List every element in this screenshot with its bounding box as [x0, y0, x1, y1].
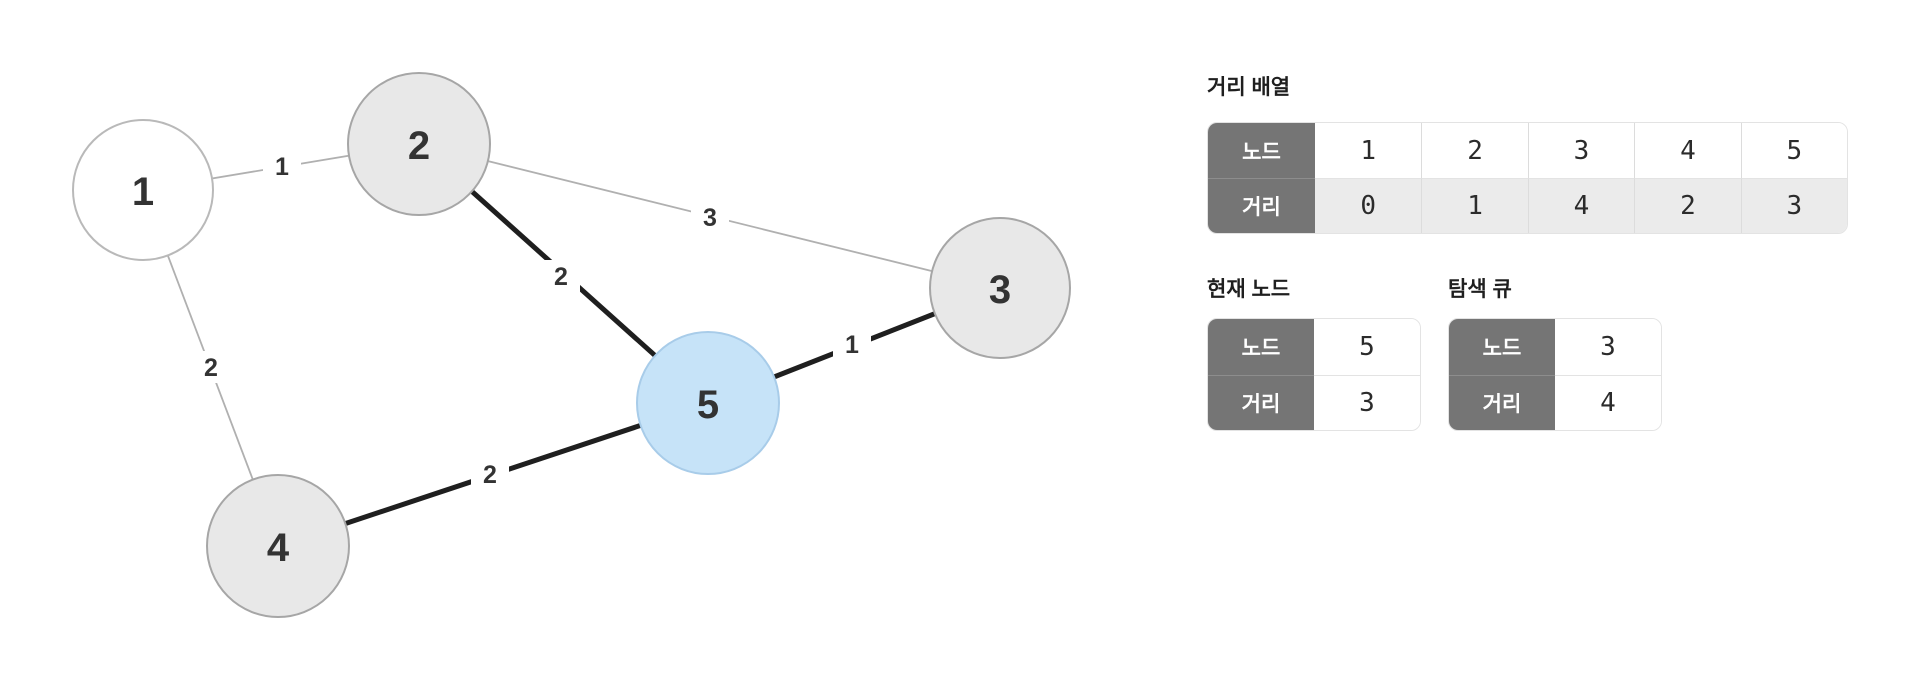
edge-weight-label: 1 [845, 331, 859, 359]
search-queue-distance-value: 4 [1555, 374, 1661, 430]
search-queue-table: 노드 3 거리 4 [1448, 318, 1662, 431]
edge-weight-bg [263, 150, 301, 182]
distance-array-node-cell: 4 [1634, 123, 1741, 178]
node-circle [206, 474, 350, 618]
edge-weight-label: 2 [554, 263, 568, 291]
graph-node-1: 1 [72, 119, 214, 261]
distance-array-distance-cell: 0 [1315, 178, 1422, 233]
distance-array-node-cell: 2 [1421, 123, 1528, 178]
node-label: 2 [408, 124, 430, 168]
edge-weight-2-3: 3 [691, 201, 729, 233]
edge-weight-2-5: 2 [542, 260, 580, 292]
search-queue-distance-header: 거리 [1449, 374, 1555, 430]
current-node-title: 현재 노드 [1207, 278, 1291, 301]
current-node-node-value: 5 [1314, 319, 1420, 375]
edge-weight-bg [471, 458, 509, 490]
distance-array-table: 노드 1 2 3 4 5 거리 0 1 4 2 3 [1207, 122, 1848, 234]
graph-node-5-current: 5 [636, 331, 780, 475]
distance-array-title: 거리 배열 [1207, 76, 1291, 99]
edge-weight-label: 1 [275, 153, 289, 181]
current-node-distance-value: 3 [1314, 374, 1420, 430]
edge-weight-label: 2 [483, 461, 497, 489]
distance-array-distance-cell: 1 [1421, 178, 1528, 233]
edge-weight-1-4: 2 [192, 351, 230, 383]
distance-array-node-cell: 5 [1740, 123, 1847, 178]
graph-node-2: 2 [347, 72, 491, 216]
current-node-node-header: 노드 [1208, 319, 1314, 375]
distance-array-node-cell: 1 [1315, 123, 1422, 178]
distance-array-node-header: 노드 [1208, 123, 1315, 178]
edge-weight-bg [833, 328, 871, 360]
node-circle-current [636, 331, 780, 475]
edge-weight-1-2: 1 [263, 150, 301, 182]
edge-weight-4-5: 2 [471, 458, 509, 490]
edge-weight-3-5: 1 [833, 328, 871, 360]
graph-node-3: 3 [929, 217, 1071, 359]
node-label: 5 [697, 383, 719, 427]
graph-diagram: 1 2 3 2 2 1 1 2 [72, 72, 1071, 618]
edge-weight-bg [192, 351, 230, 383]
node-label: 1 [132, 170, 154, 214]
node-label: 3 [989, 268, 1011, 312]
distance-array-node-cell: 3 [1527, 123, 1635, 178]
search-queue-node-header: 노드 [1449, 319, 1555, 375]
edge-weight-label: 3 [703, 204, 717, 232]
search-queue-title: 탐색 큐 [1448, 278, 1512, 301]
search-queue-node-value: 3 [1555, 319, 1661, 375]
distance-array-distance-cell: 4 [1527, 178, 1635, 233]
distance-array-distance-cell: 2 [1634, 178, 1741, 233]
node-label: 4 [267, 526, 290, 570]
current-node-distance-header: 거리 [1208, 374, 1314, 430]
node-circle-start [72, 119, 214, 261]
distance-array-distance-cell: 3 [1740, 178, 1847, 233]
edge-weight-label: 2 [204, 354, 218, 382]
graph-node-4: 4 [206, 474, 350, 618]
node-circle [347, 72, 491, 216]
distance-array-distance-header: 거리 [1208, 178, 1315, 233]
edge-weight-bg [691, 201, 729, 233]
current-node-table: 노드 5 거리 3 [1207, 318, 1421, 431]
edge-weight-bg [542, 260, 580, 292]
node-circle [929, 217, 1071, 359]
